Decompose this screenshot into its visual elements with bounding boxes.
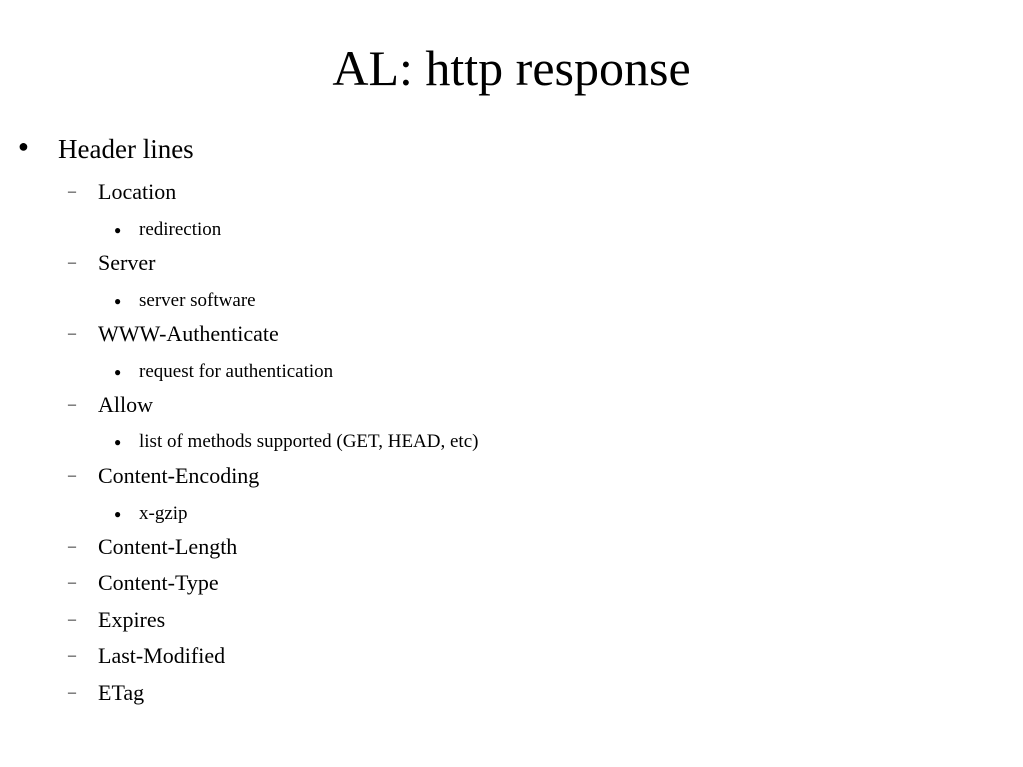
detail-item-text: list of methods supported (GET, HEAD, et… — [139, 431, 479, 452]
sub-item-text: Server — [98, 250, 156, 275]
dash-icon: – — [68, 254, 76, 271]
bullet-icon: ● — [114, 435, 122, 449]
dash-icon: – — [68, 467, 76, 484]
dash-icon: – — [68, 611, 76, 628]
bullet-icon: ● — [114, 294, 122, 308]
dash-icon: – — [68, 538, 76, 555]
bullet-icon: ● — [18, 136, 29, 156]
sub-item-text: Last-Modified — [98, 643, 226, 668]
sub-item-text: Expires — [98, 607, 166, 632]
sub-item-text: Content-Encoding — [98, 463, 260, 488]
dash-icon: – — [68, 684, 76, 701]
dash-icon: – — [68, 325, 76, 342]
bullet-text: Header lines — [58, 134, 194, 164]
sub-item-text: ETag — [98, 680, 145, 705]
sub-item-text: Content-Type — [98, 570, 219, 595]
bullet-icon: ● — [114, 223, 122, 237]
sub-item-text: WWW-Authenticate — [98, 321, 279, 346]
sub-item-text: Location — [98, 179, 177, 204]
slide-title: AL: http response — [332, 40, 691, 96]
bullet-icon: ● — [114, 507, 122, 521]
dash-icon: – — [68, 647, 76, 664]
detail-item-text: server software — [139, 290, 256, 311]
bullet-icon: ● — [114, 365, 122, 379]
dash-icon: – — [68, 574, 76, 591]
detail-item-text: x-gzip — [139, 503, 188, 524]
dash-icon: – — [68, 396, 76, 413]
detail-item-text: request for authentication — [139, 361, 334, 382]
sub-item-text: Content-Length — [98, 534, 238, 559]
dash-icon: – — [68, 183, 76, 200]
sub-item-text: Allow — [98, 392, 153, 417]
detail-item-text: redirection — [139, 219, 222, 240]
